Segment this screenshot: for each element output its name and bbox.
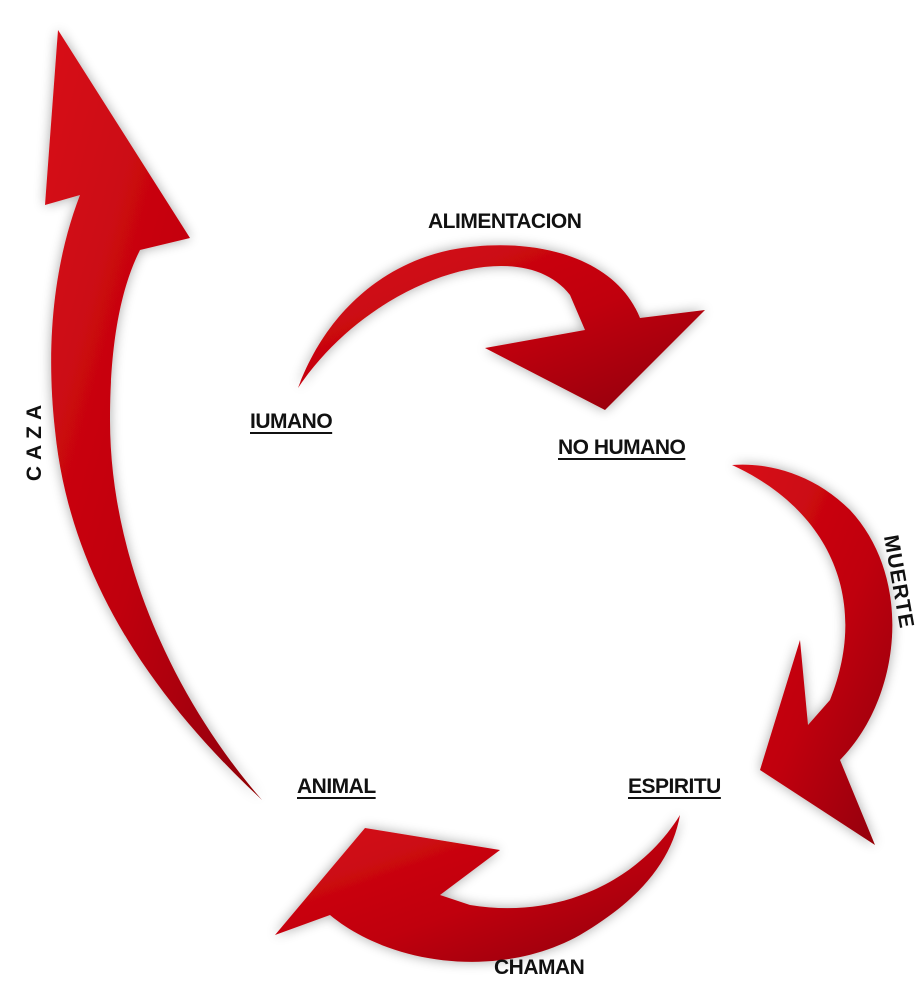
edge-label-chaman: CHAMAN bbox=[494, 956, 584, 980]
node-no-humano: NO HUMANO bbox=[558, 436, 685, 460]
chaman-arrow bbox=[275, 815, 680, 962]
node-espiritu: ESPIRITU bbox=[628, 775, 721, 799]
muerte-arrow bbox=[732, 465, 892, 845]
edge-label-caza: CAZA bbox=[23, 395, 47, 485]
node-animal: ANIMAL bbox=[297, 775, 376, 799]
edge-label-alimentacion: ALIMENTACION bbox=[428, 210, 581, 234]
alimentacion-arrow bbox=[298, 245, 705, 410]
caza-arrow bbox=[45, 30, 262, 800]
node-humano: IUMANO bbox=[250, 410, 332, 434]
